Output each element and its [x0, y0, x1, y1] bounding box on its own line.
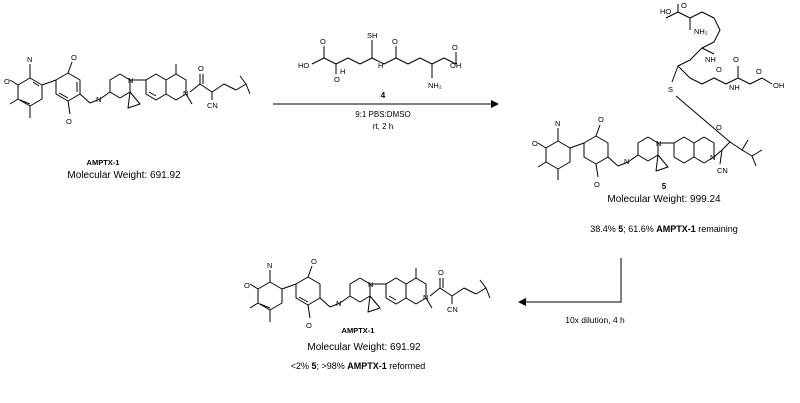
svg-text:O: O — [598, 115, 604, 124]
svg-text:CN: CN — [207, 101, 218, 110]
svg-text:O: O — [71, 53, 77, 62]
conditions-time: rt, 2 h — [373, 122, 393, 131]
svg-text:N: N — [423, 293, 428, 302]
svg-text:N: N — [267, 261, 272, 270]
reagent-number: 4 — [381, 91, 386, 100]
svg-text:N: N — [624, 157, 629, 166]
svg-text:CN: CN — [717, 166, 728, 175]
svg-text:O: O — [532, 139, 538, 148]
svg-text:O: O — [438, 268, 444, 277]
svg-text:N: N — [555, 119, 560, 128]
glutathione-structure: HO O H O SH H O O OH NH₂ — [298, 31, 461, 90]
svg-text:N: N — [96, 95, 101, 104]
svg-text:N: N — [710, 153, 715, 162]
amptx1-mw-top: Molecular Weight: 691.92 — [67, 170, 181, 181]
svg-text:CN: CN — [447, 305, 458, 314]
svg-text:O: O — [681, 1, 687, 10]
product-number: 5 — [662, 182, 667, 191]
svg-text:O: O — [733, 55, 739, 64]
svg-text:S: S — [668, 85, 673, 94]
svg-text:N: N — [656, 139, 661, 148]
svg-text:O: O — [311, 257, 317, 266]
svg-text:O: O — [716, 65, 722, 74]
svg-text:O: O — [66, 117, 72, 126]
reformation-result: <2% 5; >98% AMPTX-1 reformed — [291, 361, 426, 371]
svg-text:SH: SH — [367, 31, 377, 40]
svg-text:HO: HO — [660, 7, 671, 16]
amptx1-structure-top: O N O O N N N — [4, 53, 251, 126]
svg-text:HO: HO — [298, 61, 309, 70]
dilution-label: 10x dilution, 4 h — [565, 315, 625, 325]
amptx1-name-bottom: AMPTX-1 — [342, 326, 375, 335]
svg-text:O: O — [306, 321, 312, 330]
svg-text:NH: NH — [729, 83, 740, 92]
svg-text:OH: OH — [773, 81, 784, 90]
svg-text:NH₂: NH₂ — [428, 81, 442, 90]
amptx1-structure-bottom: O N O O N N N O CN — [244, 257, 491, 330]
product-mw: Molecular Weight: 999.24 — [607, 194, 721, 205]
svg-text:O: O — [244, 281, 250, 290]
svg-text:N: N — [368, 280, 373, 289]
conditions-solvent: 9:1 PBS:DMSO — [355, 110, 411, 119]
svg-text:NH₂: NH₂ — [694, 27, 708, 36]
amptx1-name-top: AMPTX-1 — [87, 158, 120, 167]
svg-text:O: O — [594, 180, 600, 189]
svg-text:O: O — [320, 37, 326, 46]
svg-text:O: O — [334, 75, 340, 84]
svg-text:H: H — [378, 61, 383, 70]
svg-text:N: N — [183, 89, 188, 98]
svg-text:O: O — [198, 64, 204, 73]
svg-text:N: N — [27, 55, 32, 64]
amptx1-mw-bottom: Molecular Weight: 691.92 — [307, 342, 421, 353]
svg-text:O: O — [392, 37, 398, 46]
svg-text:O: O — [452, 43, 458, 52]
svg-text:NH: NH — [705, 55, 716, 64]
svg-text:H: H — [340, 67, 345, 76]
product-yield: 38.4% 5; 61.6% AMPTX-1 remaining — [590, 224, 738, 234]
dilution-arrow — [518, 258, 622, 306]
svg-text:N: N — [336, 299, 341, 308]
svg-text:O: O — [756, 67, 762, 76]
svg-text:OH: OH — [450, 61, 461, 70]
product-5-structure: HO O NH₂ NH O O NH OH O S — [532, 1, 784, 189]
svg-text:O: O — [716, 123, 722, 132]
svg-text:O: O — [4, 77, 10, 86]
svg-text:N: N — [128, 76, 133, 85]
